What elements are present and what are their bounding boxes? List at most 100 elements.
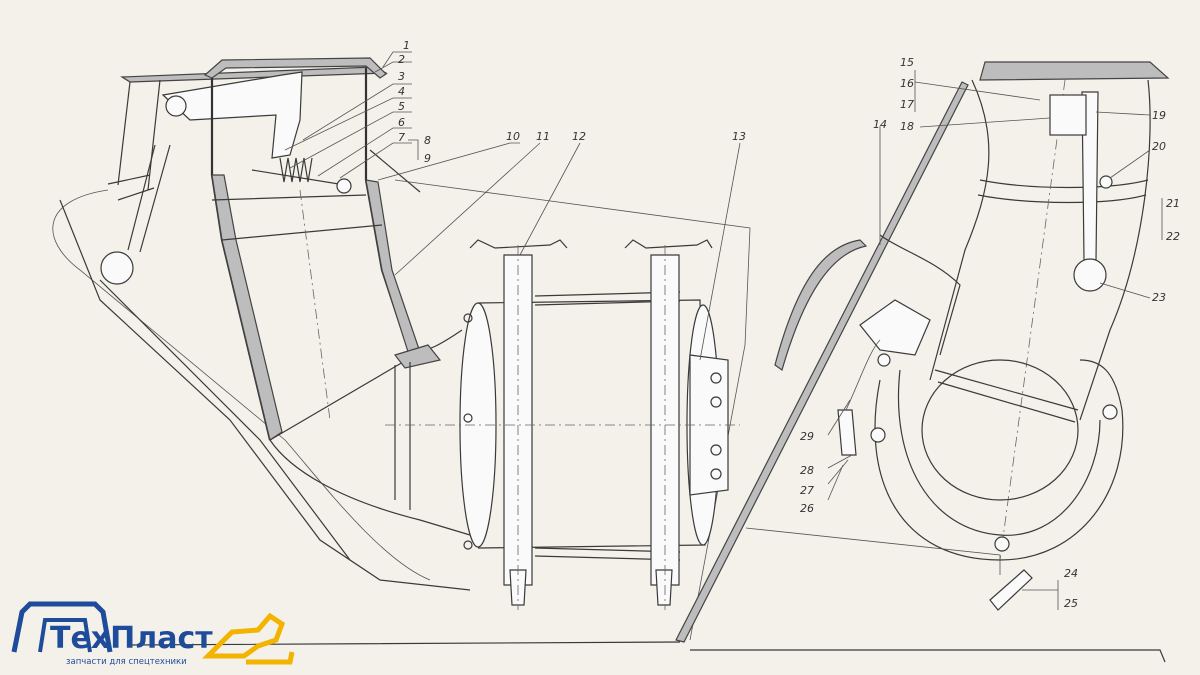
crank-arm — [161, 71, 303, 159]
logo-cab-outline — [11, 601, 113, 653]
callout-6: 6 — [398, 116, 405, 129]
callout-3: 3 — [398, 70, 405, 83]
excavator-arm-icon — [201, 612, 286, 659]
pivot-bracket — [1049, 94, 1087, 136]
fan-rotor — [921, 359, 1079, 501]
bolt — [710, 444, 722, 456]
leader-lines — [284, 51, 1163, 610]
mounting-outline — [394, 179, 751, 641]
left-duct-assembly — [52, 57, 471, 591]
housing-edge — [59, 199, 471, 591]
heater-drum-assembly — [129, 179, 1166, 663]
callout-7: 7 — [398, 131, 405, 144]
elbow-outer — [269, 439, 471, 536]
callout-22: 22 — [1166, 230, 1180, 243]
fan-volute — [874, 359, 1124, 561]
cable-26 — [845, 339, 881, 411]
callout-18: 18 — [900, 120, 914, 133]
callout-13: 13 — [732, 130, 746, 143]
adjust-nut — [1099, 175, 1113, 189]
callout-8: 8 — [424, 134, 431, 147]
cab-wall-panel — [675, 81, 969, 643]
logo-tagline: запчасти для спецтехники — [66, 657, 187, 667]
duct-clamp-band — [977, 179, 1149, 204]
adjusting-screw — [989, 569, 1033, 611]
hood-linkage — [879, 234, 961, 356]
duct-liner-left — [211, 174, 283, 441]
callout-11: 11 — [536, 130, 550, 143]
callout-21: 21 — [1166, 197, 1180, 210]
bracket-left — [117, 79, 161, 191]
right-duct-assembly — [675, 61, 1170, 643]
bolt — [463, 413, 473, 423]
housing-inner-edge — [99, 279, 351, 561]
bolt — [870, 427, 886, 443]
lever-clamp — [107, 174, 155, 201]
drum-ribs — [534, 291, 681, 561]
centre-lines — [385, 245, 740, 610]
right-duct-wall-left — [929, 79, 990, 381]
callout-numbers: 1 2 3 4 5 6 7 8 9 10 11 12 13 14 15 16 1… — [398, 39, 1180, 610]
duct-liner-right — [365, 179, 421, 359]
crank-pivot — [165, 95, 187, 117]
callout-5: 5 — [398, 100, 405, 113]
bolt — [710, 372, 722, 384]
bolt — [710, 396, 722, 408]
spring-clevis — [336, 178, 352, 194]
callout-4: 4 — [398, 85, 405, 98]
callout-16: 16 — [900, 77, 914, 90]
excavator-track-icon — [246, 651, 295, 665]
logo-cab-window — [38, 618, 92, 653]
inner-flap — [934, 369, 1079, 423]
callout-2: 2 — [398, 53, 405, 66]
fan-volute-inner — [897, 369, 1101, 536]
callout-14: 14 — [873, 118, 887, 131]
base-line — [129, 641, 1166, 663]
bolt — [463, 540, 473, 550]
duct-joint — [211, 194, 383, 241]
tension-spring — [279, 157, 313, 183]
callout-23: 23 — [1152, 291, 1166, 304]
bolt — [877, 353, 891, 367]
callout-15: 15 — [900, 56, 914, 69]
bottom-edge — [745, 527, 1001, 575]
flap-blade — [269, 357, 411, 441]
bolt — [1102, 404, 1118, 420]
right-duct-wall-right — [1079, 79, 1151, 421]
bolt — [994, 536, 1010, 552]
spring-rod — [251, 169, 346, 186]
cable-terminal — [837, 409, 857, 456]
callout-12: 12 — [572, 130, 586, 143]
callout-1: 1 — [403, 39, 410, 52]
lever-ball — [100, 251, 134, 285]
air-hood — [774, 239, 868, 371]
flap-hinge-block — [859, 299, 931, 356]
callout-29: 29 — [800, 430, 814, 443]
control-cable — [52, 189, 431, 581]
callout-24: 24 — [1064, 567, 1078, 580]
callout-19: 19 — [1152, 109, 1166, 122]
callout-17: 17 — [900, 98, 914, 111]
flap-seal — [393, 344, 442, 369]
callout-26: 26 — [800, 502, 814, 515]
callout-20: 20 — [1152, 140, 1166, 153]
callout-10: 10 — [506, 130, 520, 143]
logo-name: ТехПласт — [50, 621, 213, 656]
right-duct-axis — [999, 79, 1066, 561]
duct-cap — [203, 57, 387, 79]
duct-axis — [299, 189, 331, 421]
callout-27: 27 — [800, 484, 814, 497]
roof-flange — [979, 61, 1170, 81]
callout-9: 9 — [424, 152, 431, 165]
bolt — [463, 313, 473, 323]
techplast-logo: ТехПласт запчасти для спецтехники — [11, 601, 295, 667]
drum-inlet — [394, 362, 411, 510]
top-mounting-plate — [120, 66, 389, 83]
strap-hooks — [469, 239, 713, 249]
callout-25: 25 — [1064, 597, 1078, 610]
pin-9 — [369, 149, 421, 193]
callout-28: 28 — [800, 464, 814, 477]
strap-bolts — [509, 569, 673, 606]
flap-lever-rod — [127, 144, 171, 253]
